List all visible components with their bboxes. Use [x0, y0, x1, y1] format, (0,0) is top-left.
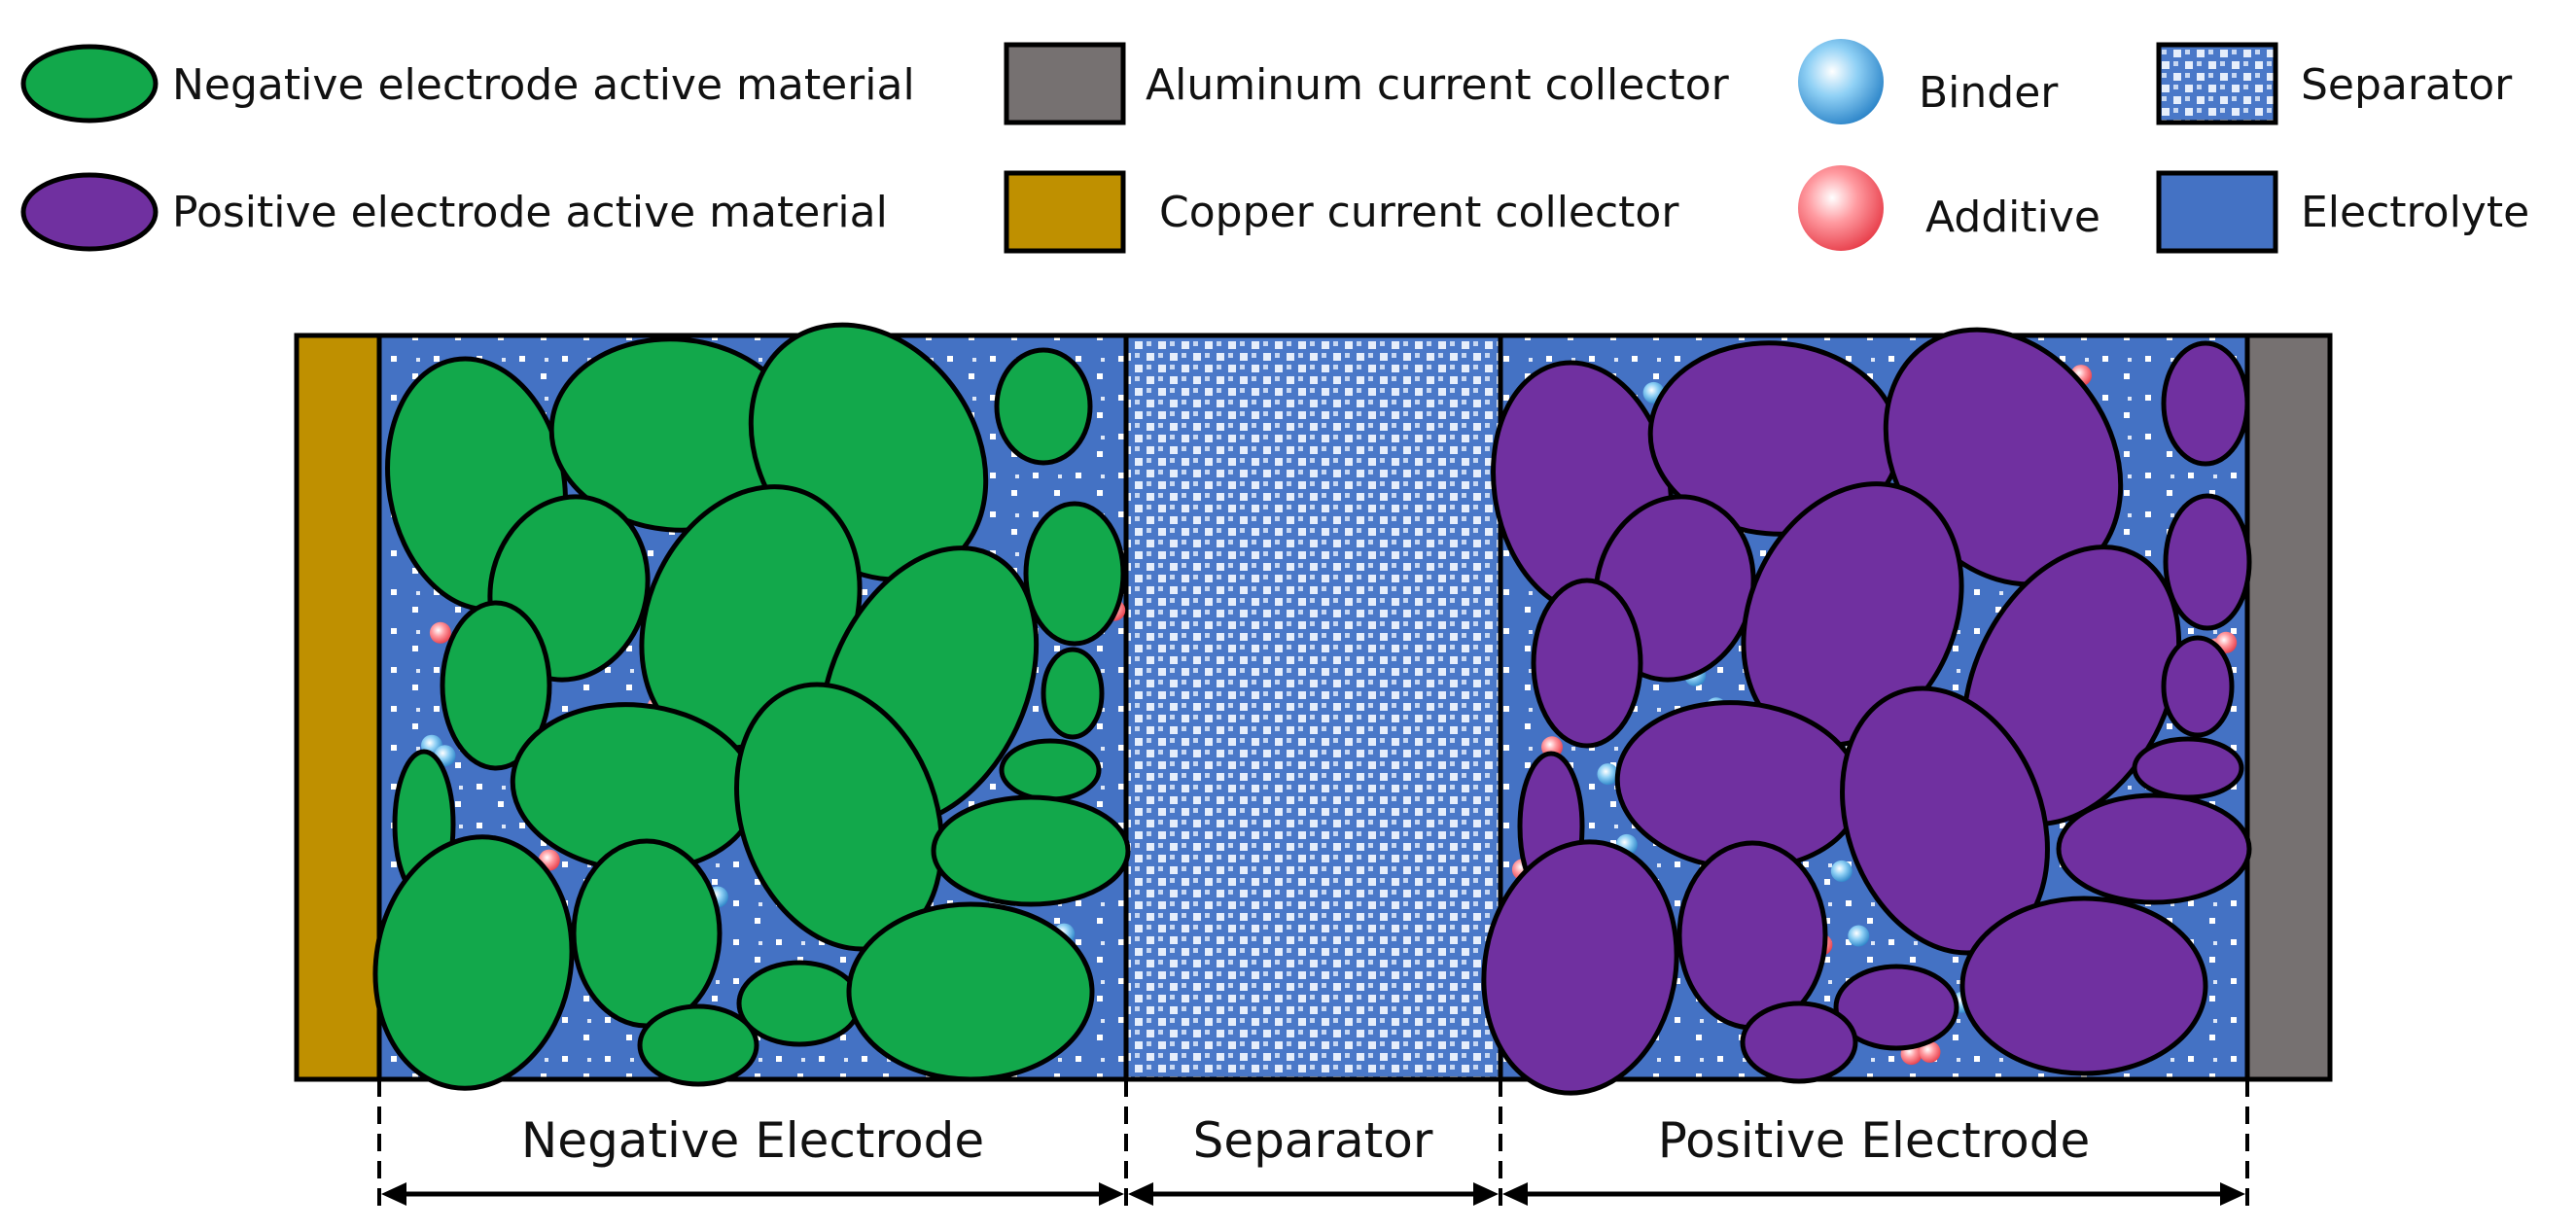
negative-particles [372, 322, 1131, 1091]
negative-particle [846, 901, 1095, 1082]
negative-electrode-arrow [381, 1182, 1124, 1206]
negative-electrode-label: Negative Electrode [521, 1112, 984, 1169]
positive-particle [2163, 493, 2252, 631]
negative-particle [999, 738, 1102, 802]
copper-current-collector [294, 333, 382, 1082]
positive-particle [2056, 792, 2252, 905]
negative-material-swatch [20, 44, 159, 123]
aluminum-collector-swatch [1004, 42, 1126, 125]
positive-material-swatch [20, 172, 159, 252]
binder-dot [1848, 925, 1870, 947]
additive-dot [429, 621, 451, 644]
legend: Negative electrode active material Posit… [20, 39, 2529, 254]
separator-region [1123, 333, 1503, 1082]
separator-swatch [2156, 42, 2278, 125]
positive-particle [1833, 964, 1959, 1051]
legend-item-negative-material: Negative electrode active material [20, 44, 915, 123]
legend-label-electrolyte: Electrolyte [2301, 188, 2529, 237]
negative-particle [931, 794, 1131, 907]
negative-particle [736, 960, 863, 1047]
legend-item-binder: Binder [1798, 39, 2059, 124]
legend-label-aluminum-collector: Aluminum current collector [1146, 60, 1730, 110]
additive-dot [1919, 1040, 1941, 1063]
positive-particle [2161, 340, 2250, 467]
negative-particle [440, 600, 552, 771]
legend-label-binder: Binder [1919, 68, 2059, 118]
negative-particle [571, 838, 723, 1029]
positive-particle [2161, 635, 2235, 738]
legend-item-aluminum-collector: Aluminum current collector [1004, 42, 1730, 125]
positive-particles [1481, 327, 2252, 1096]
copper-collector-swatch [1004, 170, 1126, 254]
legend-item-positive-material: Positive electrode active material [20, 172, 888, 252]
legend-label-negative-material: Negative electrode active material [172, 60, 915, 110]
binder-swatch [1798, 39, 1884, 124]
positive-particle [1959, 896, 2208, 1076]
legend-item-additive: Additive [1798, 165, 2100, 251]
positive-particle [1676, 840, 1828, 1031]
additive-swatch [1798, 165, 1884, 251]
binder-dot [1597, 763, 1619, 786]
aluminum-current-collector [2244, 333, 2333, 1082]
negative-particle [1041, 647, 1105, 740]
legend-item-copper-collector: Copper current collector [1004, 170, 1679, 254]
legend-label-copper-collector: Copper current collector [1159, 188, 1679, 237]
negative-particle [994, 347, 1093, 466]
positive-particle [1531, 578, 1643, 749]
legend-item-separator: Separator [2156, 42, 2513, 125]
positive-electrode-label: Positive Electrode [1658, 1112, 2091, 1169]
legend-label-positive-material: Positive electrode active material [172, 188, 888, 237]
positive-electrode-arrow [1502, 1182, 2245, 1206]
negative-particle [372, 834, 575, 1091]
dimension-markers: Negative Electrode Separator Positive El… [377, 1079, 2249, 1206]
positive-particle [2132, 736, 2244, 800]
electrolyte-swatch [2156, 170, 2278, 254]
legend-label-separator: Separator [2301, 60, 2513, 110]
positive-particle [1740, 1001, 1858, 1084]
binder-dot [1830, 860, 1853, 882]
negative-particle [1023, 501, 1126, 647]
negative-particle [637, 1003, 759, 1087]
legend-label-additive: Additive [1925, 193, 2100, 242]
legend-item-electrolyte: Electrolyte [2156, 170, 2529, 254]
separator-arrow [1128, 1182, 1499, 1206]
separator-label: Separator [1193, 1112, 1433, 1169]
battery-cell [294, 322, 2333, 1096]
positive-particle [1481, 839, 1679, 1096]
